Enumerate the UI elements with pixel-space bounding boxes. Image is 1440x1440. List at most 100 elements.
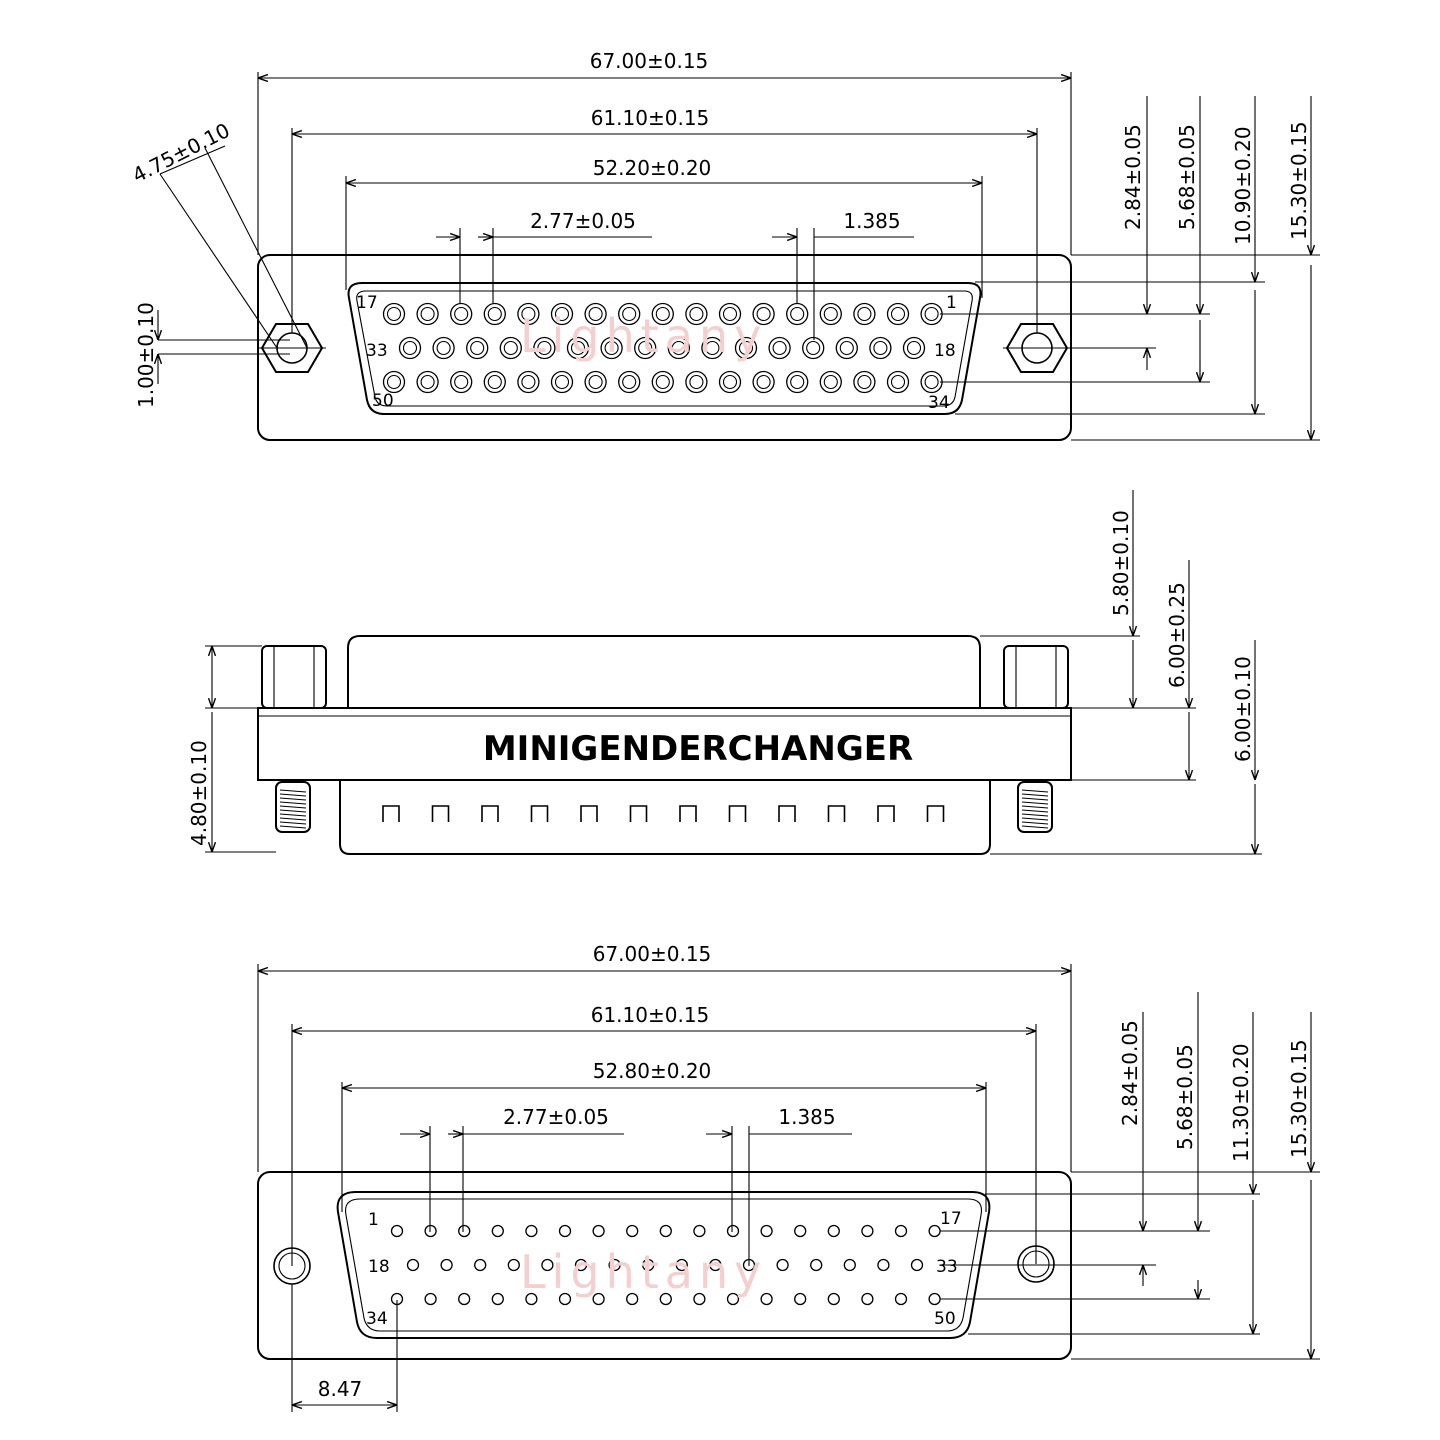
bottom-pin-label-1: 1 [368,1210,379,1230]
side-contact [877,805,895,822]
bottom-pin [458,1292,471,1306]
side-contact [827,805,846,822]
top-pin [416,370,439,394]
bottom-pin [440,1258,453,1272]
top-pitch: 2.77±0.05 [530,209,636,233]
side-contact-row [382,805,945,822]
bottom-pin [491,1224,504,1238]
top-height-10-90: 10.90±0.20 [1231,126,1255,245]
top-pin [902,336,926,360]
top-pin [786,302,809,326]
bottom-pin [827,1224,840,1238]
top-pin [886,370,910,394]
top-pin [920,370,943,394]
bottom-pin-label-33: 33 [936,1257,958,1277]
bottom-height-5-68: 5.68±0.05 [1173,1044,1197,1150]
top-pin [718,370,742,394]
bottom-pin [928,1292,941,1306]
top-pin [618,302,641,326]
brand-label: MINIGENDERCHANGER [483,729,913,769]
bottom-pin-field [390,1224,941,1306]
bottom-pin [894,1224,908,1238]
top-pin [416,302,439,326]
top-pin-label-17: 17 [356,293,378,313]
bottom-pin [861,1224,874,1238]
bottom-pin [558,1224,572,1238]
bottom-pin [424,1292,437,1306]
side-contact [481,805,499,822]
top-pin [550,302,574,326]
bottom-pin [525,1292,538,1306]
top-pin-label-1: 1 [946,293,957,313]
bottom-pin-label-18: 18 [368,1257,390,1277]
bottom-pin [626,1292,639,1306]
top-height-2-84: 2.84±0.05 [1121,124,1145,230]
bottom-view: Lightany 1 17 18 33 34 50 67.00±0.15 61.… [257,942,1320,1412]
side-right-nut [1003,645,1069,709]
side-contact [778,805,796,822]
top-pin [450,370,473,394]
top-pin [835,336,858,360]
side-flange [257,707,1072,781]
top-width-67: 67.00±0.15 [590,49,709,73]
bottom-pin [406,1258,420,1272]
bottom-pin [592,1292,605,1306]
bottom-edge-8-47: 8.47 [318,1377,363,1401]
bottom-pin [474,1258,487,1272]
bottom-pin [827,1292,840,1306]
bottom-pin [709,1258,722,1272]
bottom-pin [760,1292,773,1306]
side-contact [580,805,598,822]
top-pin [701,336,724,360]
bottom-height-2-84: 2.84±0.05 [1118,1020,1142,1126]
side-height-6-00-b: 6.00±0.10 [1231,656,1255,762]
side-lower-shell [339,779,991,855]
bottom-pin [810,1258,823,1272]
top-pin [618,370,641,394]
bottom-width-52: 52.80±0.20 [593,1059,712,1083]
side-view: MINIGENDERCHANGER 5.80±0.10 6.00±0.25 6.… [187,490,1262,855]
top-pin [768,336,791,360]
bottom-pin [760,1224,773,1238]
bottom-pin [693,1292,706,1306]
bottom-pin [659,1224,672,1238]
bottom-pin-label-50: 50 [934,1309,956,1329]
top-pin [685,302,708,326]
side-height-4-80: 4.80±0.10 [187,740,211,846]
top-pin [886,302,910,326]
top-pin [734,336,758,360]
bottom-pin [894,1292,908,1306]
side-contact [431,805,450,822]
bottom-pin [861,1292,874,1306]
top-pin-label-33: 33 [366,341,388,361]
bottom-pin [525,1224,538,1238]
bottom-pin [910,1258,924,1272]
top-width-52: 52.20±0.20 [593,156,712,180]
bottom-pin [877,1258,890,1272]
top-pin [752,302,775,326]
top-height-15-30: 15.30±0.15 [1287,121,1311,240]
top-pin [398,336,422,360]
side-contact [728,805,747,822]
top-pin [382,302,406,326]
bottom-pin [626,1224,639,1238]
top-pin [651,302,674,326]
bottom-pin [458,1224,471,1238]
bottom-pin [608,1258,621,1272]
bottom-pin [390,1224,404,1238]
top-pin [499,336,522,360]
top-view: Lightany 17 1 33 18 50 34 67.00±0.15 61.… [128,49,1320,441]
top-pin [634,336,657,360]
bottom-pin [642,1258,655,1272]
side-contact [382,805,400,822]
top-hole-diameter: 4.75±0.10 [128,118,233,187]
top-offset: 1.385 [843,209,900,233]
top-pin-label-18: 18 [934,341,956,361]
top-pin [819,370,842,394]
top-pin [382,370,406,394]
top-pin [483,370,506,394]
top-pin [517,370,540,394]
top-pin [584,370,607,394]
bottom-pin [574,1258,588,1272]
